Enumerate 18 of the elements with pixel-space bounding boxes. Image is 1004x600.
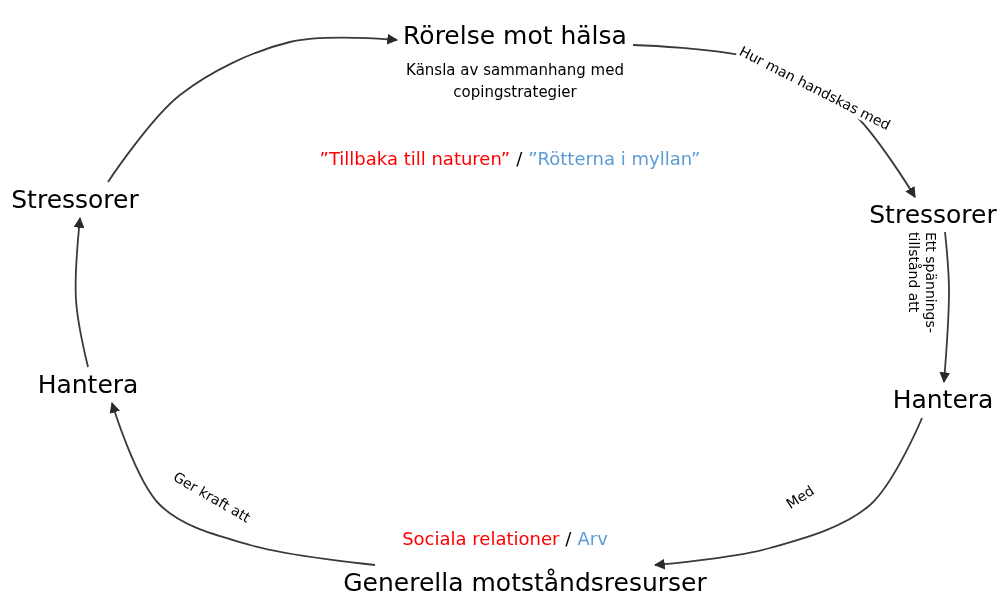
body-text: Känsla av sammanhang med copingstrategier	[405, 60, 625, 103]
label-text: ”Tillbaka till naturen”	[319, 147, 511, 169]
label-text: Arv	[577, 527, 608, 549]
node-label: Hantera	[37, 370, 139, 400]
label-text: Sociala relationer	[402, 527, 560, 549]
label-text: ”Rötterna i myllan”	[528, 147, 701, 169]
arrow	[73, 216, 89, 368]
arrow	[939, 231, 951, 384]
arrow	[653, 417, 923, 570]
arrow	[109, 401, 376, 566]
separator-text: /	[565, 527, 572, 549]
node-label: Stressorer	[869, 200, 997, 230]
separator-text: /	[516, 147, 523, 169]
title-text: Rörelse mot hälsa	[402, 21, 628, 51]
arrow	[107, 33, 399, 183]
node-label: Stressorer	[11, 185, 139, 215]
node-label: Generella motståndsresurser	[343, 568, 707, 598]
node-label: Hantera	[892, 385, 994, 415]
